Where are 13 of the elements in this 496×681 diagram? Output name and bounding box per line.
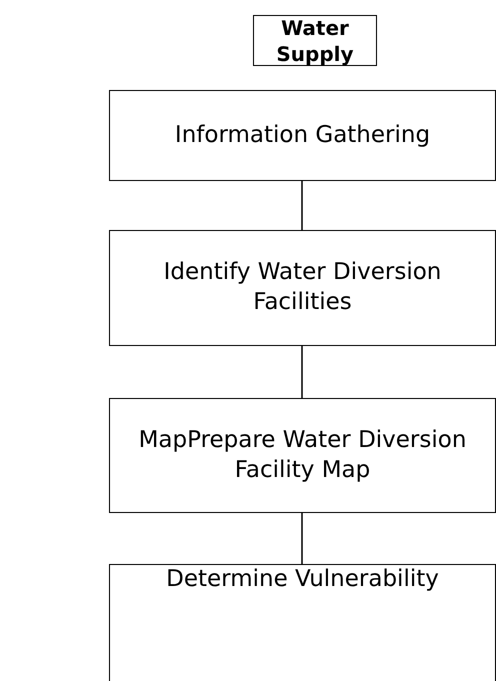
- connector-line: [301, 181, 303, 230]
- process-box: [109, 230, 496, 346]
- process-box: [109, 564, 496, 681]
- process-box: [109, 398, 496, 513]
- title-box: [253, 15, 377, 66]
- process-box: [109, 90, 496, 181]
- connector-line: [301, 513, 303, 564]
- title-text: Water Supply: [275, 14, 355, 66]
- step-text: Identify Water Diversion Facilities: [162, 258, 442, 317]
- connector-line: [301, 346, 303, 398]
- step-text: Determine Vulnerability: [166, 565, 439, 594]
- step-text: MapPrepare Water Diversion Facility Map: [138, 426, 468, 484]
- step-text: Information Gathering: [174, 120, 430, 150]
